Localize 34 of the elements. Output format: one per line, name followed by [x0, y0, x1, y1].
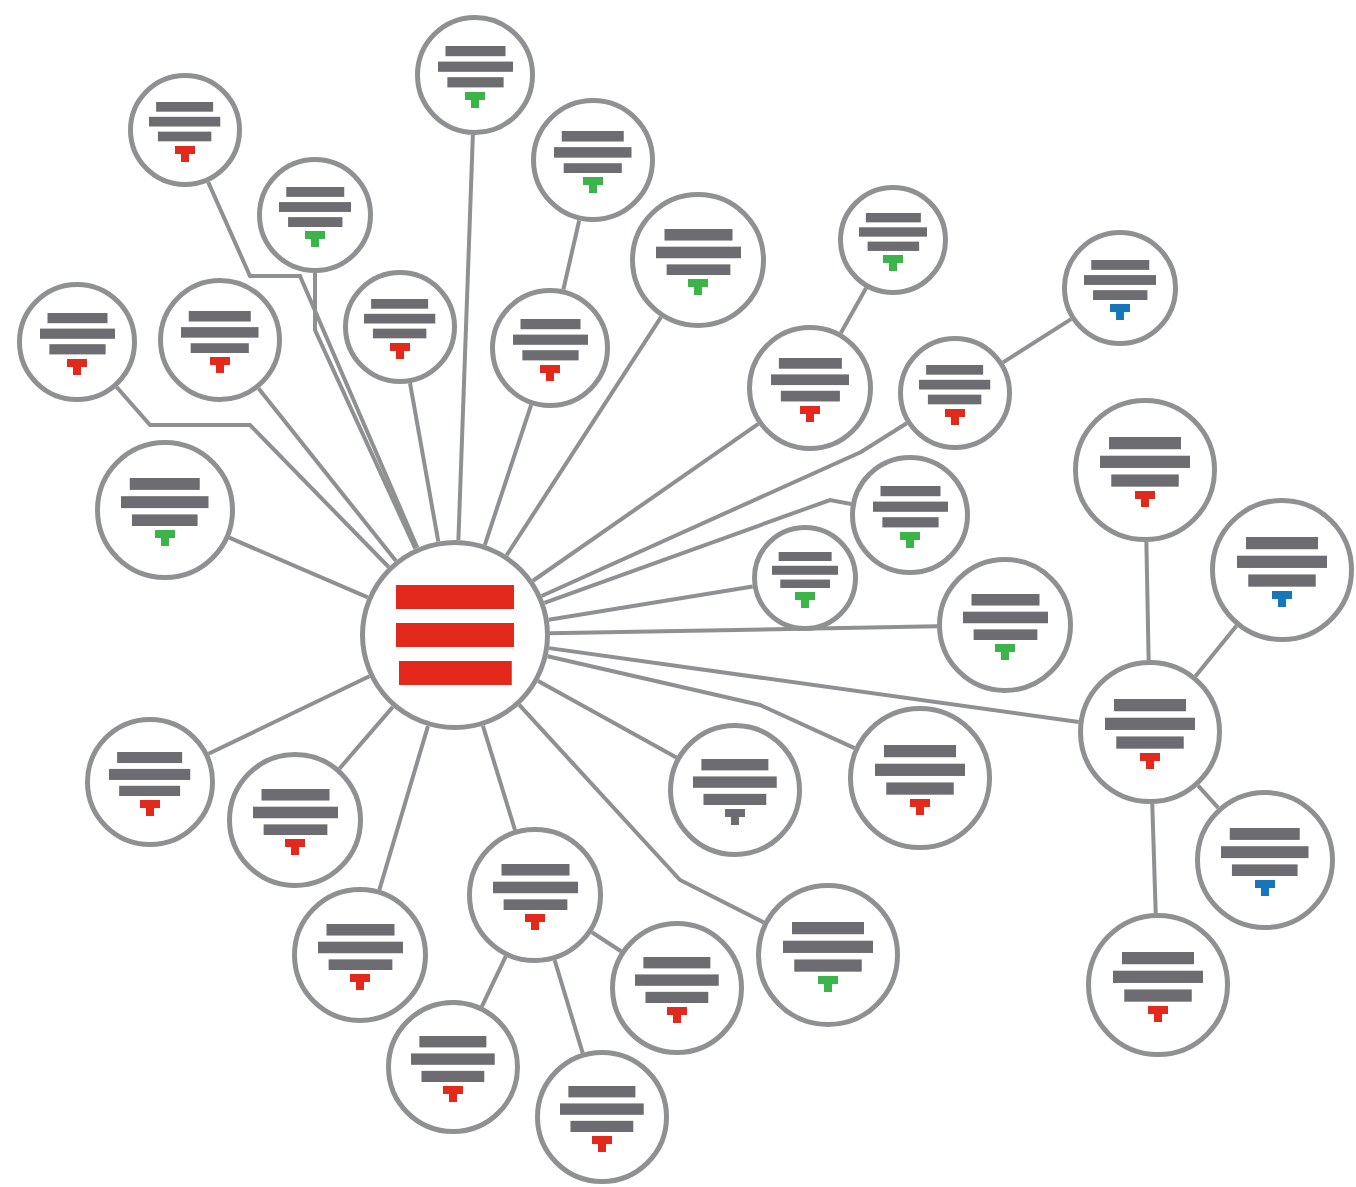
- connector-line: [561, 220, 582, 290]
- connector-line: [549, 624, 938, 636]
- connector-line: [590, 930, 623, 953]
- connector-line: [377, 725, 430, 891]
- connector-line: [540, 421, 908, 598]
- connector-line: [548, 584, 753, 622]
- connector-line: [1144, 541, 1151, 661]
- connector-line: [548, 646, 1079, 725]
- connector-line: [456, 134, 475, 541]
- connector-line: [1150, 803, 1158, 914]
- connector-line: [313, 273, 418, 550]
- connector-line: [206, 181, 420, 549]
- connector-line: [1193, 624, 1239, 678]
- connector-line: [537, 679, 678, 760]
- connector-line: [481, 725, 517, 831]
- connector-line: [408, 382, 441, 542]
- connector-line: [547, 654, 856, 750]
- connector-line: [207, 674, 371, 756]
- connector-line: [228, 535, 369, 600]
- connector-line: [517, 703, 765, 925]
- connector-line: [1196, 784, 1220, 810]
- connector-line: [505, 316, 663, 557]
- connector-line: [480, 955, 508, 1008]
- connector-line: [257, 387, 398, 562]
- connector-line: [482, 404, 534, 546]
- circle-node: [752, 525, 858, 631]
- connector-line: [115, 385, 391, 569]
- connector-line: [543, 497, 852, 605]
- connector-line: [839, 287, 868, 335]
- connector-line: [1002, 317, 1073, 365]
- connector-line: [531, 422, 760, 583]
- connector-line: [337, 705, 395, 770]
- connector-line: [552, 959, 585, 1054]
- circle-node: [850, 455, 970, 575]
